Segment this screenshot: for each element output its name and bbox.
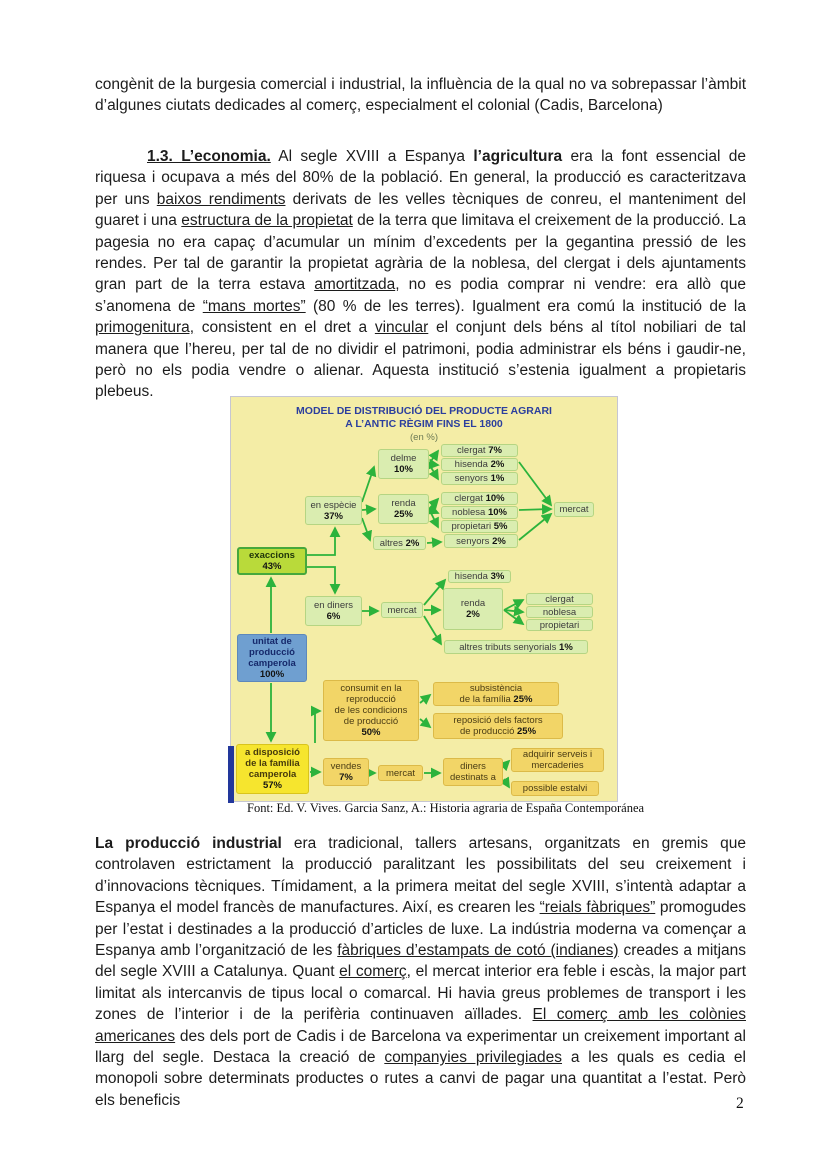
- text-segment: fàbriques d’estampats de cotó (indianes): [337, 942, 619, 960]
- text-segment: derivats de les velles tècniques de conr…: [95, 190, 746, 230]
- text-segment: vincular: [374, 319, 429, 337]
- agrarian-distribution-figure: MODEL DE DISTRIBUCIÓ DEL PRODUCTE AGRARI…: [228, 396, 618, 803]
- text-segment: baixos rendiments: [156, 190, 286, 208]
- text-segment: , el mercat interior era feble i escàs, …: [95, 963, 747, 1024]
- figure-title-line2: A L’ANTIC RÈGIM FINS EL 1800: [345, 418, 503, 430]
- node-tributs1: altres tributs senyorials 1%: [444, 640, 588, 654]
- node-estalvi: possible estalvi: [511, 781, 599, 796]
- node-c10: clergat 10%: [441, 492, 518, 505]
- figure-subtitle: (en %): [410, 432, 438, 443]
- text-segment: “reials fàbriques”: [539, 899, 656, 917]
- node-n10: noblesa 10%: [441, 506, 518, 519]
- text-segment: “mans mortes”: [202, 297, 306, 315]
- text-segment: El comerç amb les colònies americanes: [95, 1006, 746, 1045]
- node-c7: clergat 7%: [441, 444, 518, 457]
- text-segment: Al segle XVIII a Espanya: [270, 148, 474, 165]
- text-segment: l’agricultura: [473, 148, 563, 165]
- node-g3a: clergat: [526, 593, 593, 605]
- text-segment: de la terra que limitava el creixement d…: [95, 212, 746, 294]
- text-segment: primogenitura,: [95, 319, 195, 337]
- scan-artifact-strip: [228, 746, 234, 803]
- text-segment: des dels port de Cadis i de Barcelona va…: [95, 1027, 746, 1067]
- text-segment: era la font essencial de riquesa i ocupa…: [95, 148, 746, 208]
- text-segment: el conjunt dels béns al títol nobiliari …: [95, 319, 746, 401]
- paragraph-intro: congènit de la burgesia comercial i indu…: [95, 74, 746, 117]
- figure-title-line1: MODEL DE DISTRIBUCIÓ DEL PRODUCTE AGRARI: [296, 405, 552, 417]
- text-segment: estructura de la propietat: [181, 212, 353, 230]
- text-segment: , no es podia comprar ni vendre: era all…: [95, 276, 746, 315]
- text-segment: (80 % de les terres). Igualment era comú…: [305, 297, 746, 315]
- node-altres2: altres 2%: [373, 536, 426, 550]
- node-s2b: senyors 2%: [444, 534, 518, 548]
- figure-title: MODEL DE DISTRIBUCIÓ DEL PRODUCTE AGRARI…: [231, 405, 617, 431]
- node-g3b: noblesa: [526, 606, 593, 618]
- node-mercat2: mercat: [381, 602, 423, 618]
- figure-caption: Font: Ed. V. Vives. Garcia Sanz, A.: His…: [247, 801, 645, 815]
- node-g3c: propietari: [526, 619, 593, 631]
- text-segment: La producció industrial: [95, 835, 282, 852]
- text-segment: a les quals es cedia el monopoli sobre d…: [95, 1049, 746, 1109]
- page-number: 2: [736, 1095, 744, 1112]
- text-segment: congènit de la burgesia comercial i indu…: [95, 76, 746, 115]
- text-segment: amortitzada: [314, 276, 396, 294]
- text-segment: consistent en el dret a: [194, 319, 375, 337]
- node-mercat3: mercat: [378, 765, 423, 781]
- node-p5: propietari 5%: [441, 520, 518, 533]
- node-s1: senyors 1%: [441, 472, 518, 485]
- text-segment: 1.3. L’economia.: [147, 148, 271, 165]
- text-segment: creades a mitjans del segle XVIII a Cata…: [95, 942, 747, 981]
- paragraph-produccio-industrial: La producció industrial era tradicional,…: [95, 833, 746, 1111]
- text-segment: promogudes per l’estat i destinades a la…: [95, 899, 746, 960]
- text-segment: companyies privilegiades: [384, 1049, 563, 1067]
- node-mercat1: mercat: [554, 502, 594, 517]
- node-h2: hisenda 2%: [441, 458, 518, 471]
- paragraph-economia: 1.3. L’economia. Al segle XVIII a Espany…: [95, 146, 746, 403]
- node-hisenda3: hisenda 3%: [448, 570, 511, 583]
- text-segment: era tradicional, tallers artesans, organ…: [95, 835, 746, 917]
- text-segment: el comerç: [339, 963, 407, 981]
